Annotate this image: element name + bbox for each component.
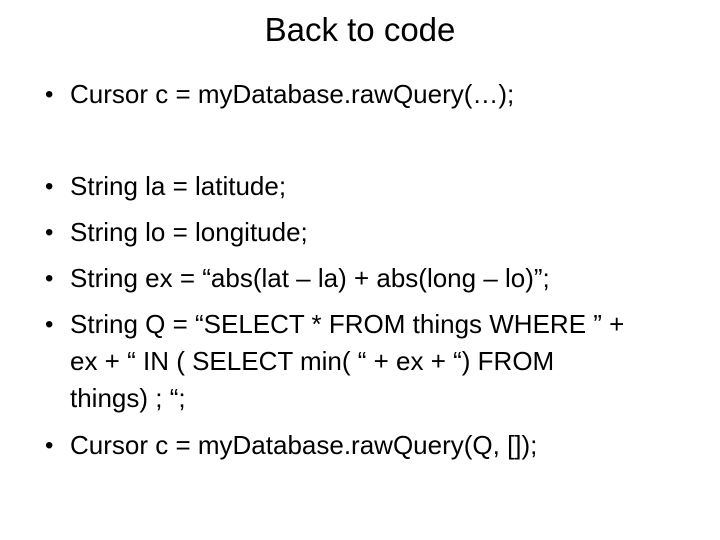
slide-title: Back to code	[264, 11, 456, 48]
bullet-line: String ex = “abs(lat – la) + abs(long – …	[70, 263, 550, 293]
bullet-icon: •	[45, 311, 54, 338]
bullet-item-cursor-rawquery: • Cursor c = myDatabase.rawQuery(…);	[45, 76, 706, 113]
bullet-line: String Q = “SELECT * FROM things WHERE ”…	[70, 309, 625, 339]
bullet-line: Cursor c = myDatabase.rawQuery(…);	[70, 79, 515, 109]
bullet-line-continuation: ex + “ IN ( SELECT min( “ + ex + “) FROM	[70, 346, 555, 376]
bullet-icon: •	[45, 432, 54, 459]
bullet-item-string-q: • String Q = “SELECT * FROM things WHERE…	[45, 306, 706, 417]
slide-body: • Cursor c = myDatabase.rawQuery(…); • S…	[45, 76, 706, 464]
bullet-item-string-ex: • String ex = “abs(lat – la) + abs(long …	[45, 260, 706, 297]
bullet-line: Cursor c = myDatabase.rawQuery(Q, []);	[70, 430, 538, 460]
bullet-line-continuation: things) ; “;	[70, 383, 186, 413]
bullet-item-cursor-rawquery-q: • Cursor c = myDatabase.rawQuery(Q, []);	[45, 427, 706, 464]
bullet-item-string-la: • String la = latitude;	[45, 168, 706, 205]
bullet-icon: •	[45, 81, 54, 108]
bullet-line: String la = latitude;	[70, 171, 287, 201]
bullet-item-string-lo: • String lo = longitude;	[45, 214, 706, 251]
bullet-icon: •	[45, 219, 54, 246]
bullet-icon: •	[45, 265, 54, 292]
bullet-line: String lo = longitude;	[70, 217, 308, 247]
bullet-icon: •	[45, 173, 54, 200]
